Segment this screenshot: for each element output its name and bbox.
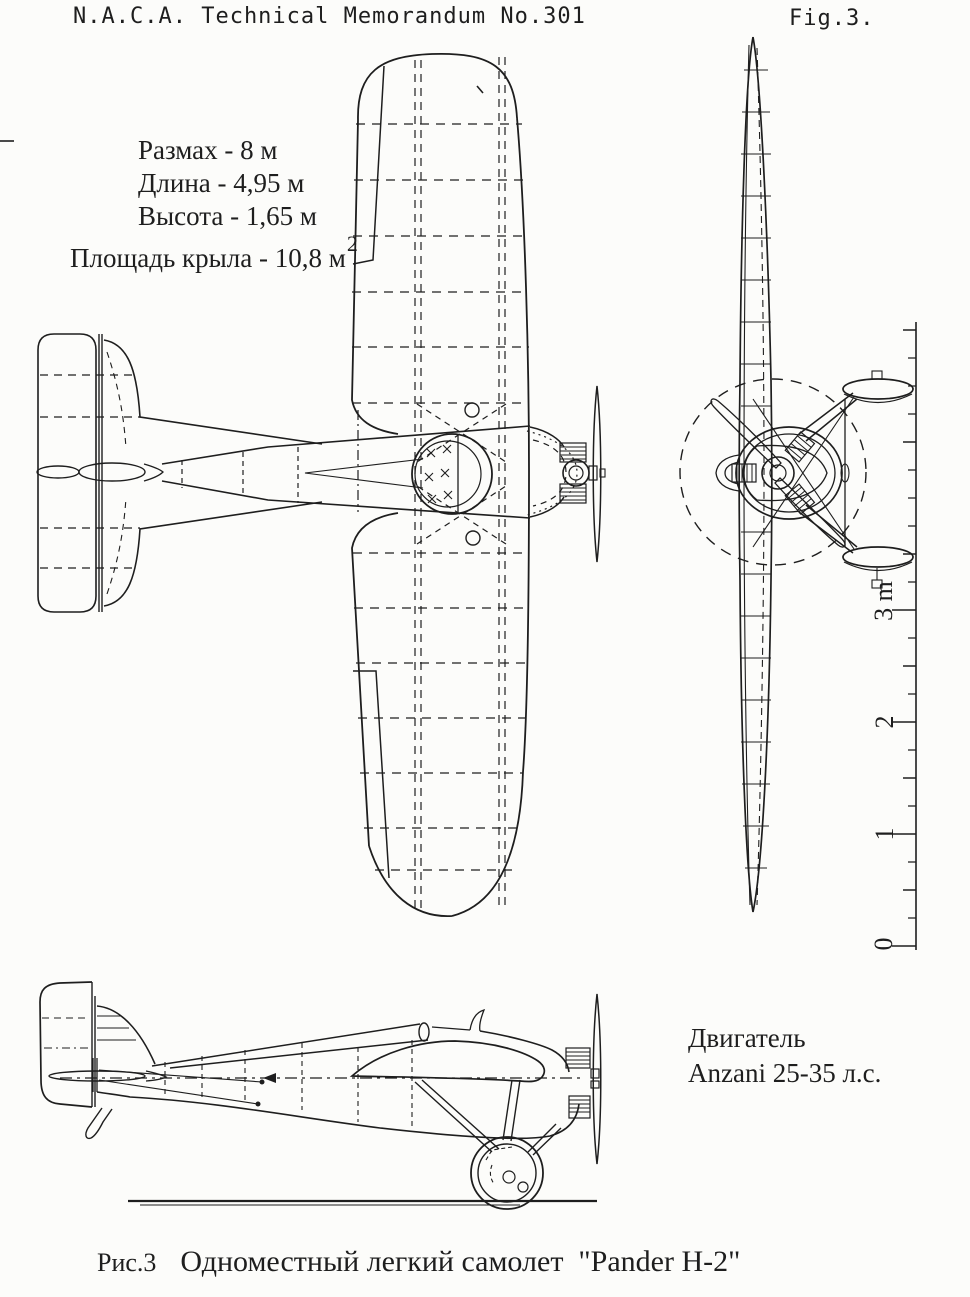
cowl-inner: [742, 433, 836, 513]
ruler-major-ticks: [892, 609, 916, 947]
propeller-hub-front-inner: [769, 464, 787, 482]
axle-fitting: [840, 463, 850, 483]
fuselage-bottom: [96, 1091, 580, 1140]
wheel-valve: [517, 1181, 529, 1193]
wing-spar-lines: [414, 57, 506, 912]
fin-outline: [96, 1005, 156, 1065]
spec-height: Высота - 1,65 м: [138, 201, 317, 231]
front-wing-rib-ticks: [741, 69, 771, 869]
propeller-hub-front: [761, 456, 795, 490]
top-view: [0, 52, 606, 917]
filler-cap-top: [464, 402, 480, 418]
aileron-lines: [352, 65, 390, 879]
front-view: [679, 36, 914, 913]
side-view: [39, 981, 602, 1210]
tailplane-cone-tip: [145, 1070, 168, 1082]
control-cables-side: [98, 1069, 263, 1105]
cockpit-inner-ring: [414, 440, 482, 508]
stabilizer-outline: [103, 339, 323, 607]
cowl-outer: [735, 426, 843, 520]
wheel-side-inner: [477, 1143, 537, 1203]
wing-rib-lines: [352, 123, 529, 871]
fuselage-front-shape: [743, 444, 828, 502]
thrust-line-arrow: [263, 1073, 276, 1083]
cockpit-opening: [411, 433, 493, 515]
fuselage-frames-side: [164, 1040, 413, 1126]
page-title: N.A.C.A. Technical Memorandum No.301: [73, 4, 586, 29]
elevator-horn: [92, 1058, 98, 1092]
fin-rib-lines: [97, 1015, 136, 1041]
engine-cylinders-plan: [559, 442, 587, 504]
wheel-upper: [842, 370, 914, 403]
control-cables-plan: [304, 458, 424, 489]
stabilizer-spar-dashed: [106, 351, 127, 595]
rudder-outline: [39, 981, 93, 1108]
propeller-blade-plan: [592, 385, 602, 563]
tail-skid: [85, 1107, 113, 1140]
front-wing-spar-dashed: [756, 47, 765, 906]
fuselage-nose-top: [479, 1030, 570, 1073]
figure-caption: Рис.3 Одноместный легкий самолет "Pander…: [97, 1245, 740, 1279]
figure-label: Fig.3.: [789, 6, 875, 31]
cable-end-dot-2: [255, 1101, 261, 1107]
tailplane-plan: [36, 333, 323, 613]
gear-struts-front: [798, 392, 858, 554]
propeller-disc-dashed: [679, 378, 867, 566]
caption-ref: Рис.3: [97, 1248, 157, 1277]
caption-text: Одноместный легкий самолет "Pander H-2": [180, 1245, 741, 1278]
spec-span: Размах - 8 м: [138, 135, 278, 165]
engine-line1: Двигатель: [688, 1023, 806, 1053]
gear-struts-side: [414, 1079, 562, 1156]
turtledeck-fairing: [151, 1023, 429, 1069]
filler-cap-bottom: [465, 530, 481, 546]
rudder-edge-on-small: [36, 465, 80, 479]
wheel-lower: [842, 546, 914, 589]
wheel-hub: [502, 1170, 516, 1184]
tailplane-rib-lines: [40, 374, 140, 569]
windscreen: [431, 1009, 486, 1032]
specs-block: Размах - 8 м Длина - 4,95 м Высота - 1,6…: [70, 134, 358, 275]
wing-area-exponent: 2: [346, 231, 358, 256]
nose-outline-plan: [529, 426, 565, 518]
fin-cone-tip: [143, 463, 164, 482]
elevator-hinge-line: [98, 334, 103, 612]
scale-ruler: [892, 322, 917, 950]
cable-end-dot-1: [259, 1079, 265, 1085]
front-wing-outline: [738, 36, 773, 913]
propeller-blade-upper: [710, 398, 782, 469]
wheel-fork-dashed: [485, 1146, 513, 1185]
rudder-hinge-line: [91, 982, 96, 1107]
fin-edge-on: [78, 462, 146, 482]
fuselage-frame-lines: [181, 447, 299, 503]
ruler-medium-ticks: [903, 329, 916, 891]
headrest-pad: [418, 1022, 430, 1042]
propeller-blade-side: [592, 993, 602, 1165]
propeller-hub-inner-plan: [568, 465, 584, 481]
engine-side: [565, 1047, 600, 1119]
ruler-minor-ticks: [908, 357, 916, 919]
spec-length: Длина - 4,95 м: [138, 168, 305, 198]
wing-airfoil-side: [349, 1040, 546, 1083]
engine-note: Двигатель Anzani 25-35 л.с.: [688, 1021, 881, 1091]
wheel-side-outer: [470, 1136, 544, 1210]
gear-cross-wires: [752, 396, 855, 550]
scan-artifact-tick: [476, 85, 484, 94]
wing-outline: [351, 52, 530, 917]
fuselage-plan: [161, 425, 531, 519]
engine-line2: Anzani 25-35 л.с.: [688, 1058, 882, 1088]
spec-wing-area: Площадь крыла - 10,8 м2: [70, 231, 358, 273]
elevator-outline: [37, 333, 97, 613]
engine-cylinder-left: [731, 463, 757, 483]
